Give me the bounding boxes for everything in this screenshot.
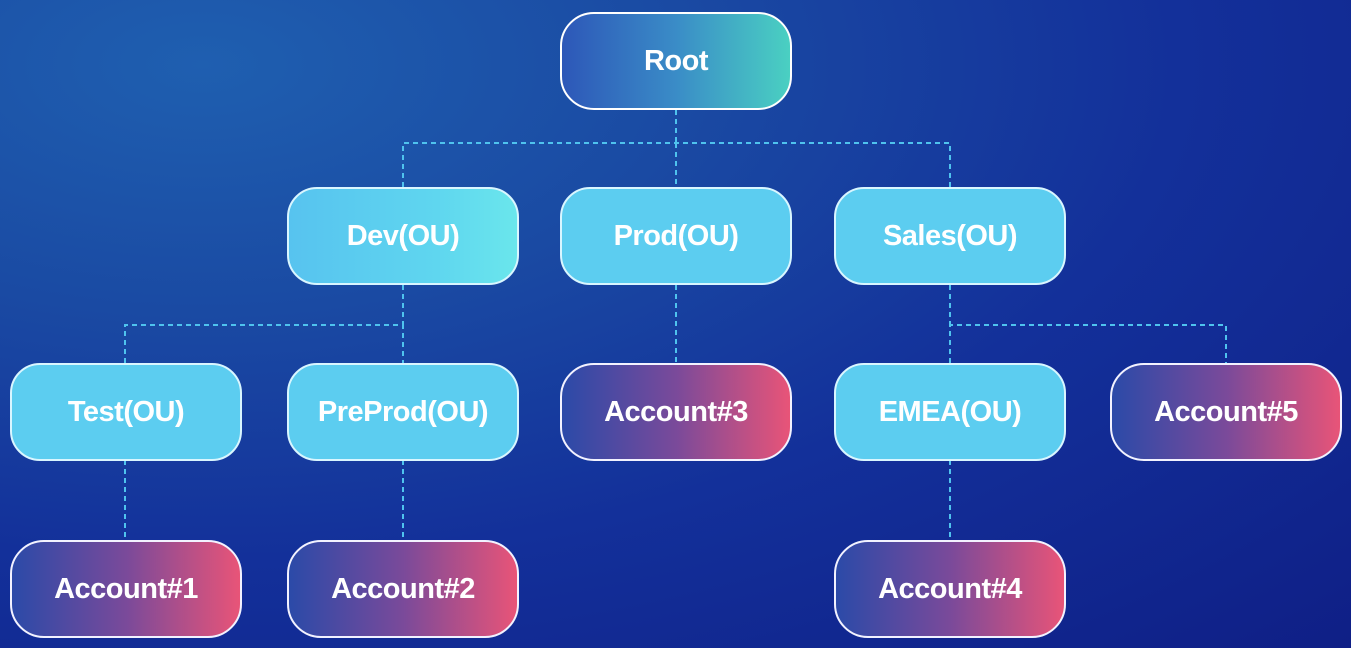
node-account-5-label: Account#5 [1154, 395, 1298, 428]
node-account-2[interactable]: Account#2 [287, 540, 519, 638]
node-account-2-label: Account#2 [331, 572, 475, 605]
node-emea-ou[interactable]: EMEA(OU) [834, 363, 1066, 461]
node-test-ou[interactable]: Test(OU) [10, 363, 242, 461]
node-account-3[interactable]: Account#3 [560, 363, 792, 461]
node-preprod-ou[interactable]: PreProd(OU) [287, 363, 519, 461]
node-root[interactable]: Root [560, 12, 792, 110]
node-account-4-label: Account#4 [878, 572, 1022, 605]
node-dev-ou[interactable]: Dev(OU) [287, 187, 519, 285]
node-account-3-label: Account#3 [604, 395, 748, 428]
node-account-1-label: Account#1 [54, 572, 198, 605]
node-preprod-ou-label: PreProd(OU) [317, 395, 489, 428]
node-dev-ou-label: Dev(OU) [346, 219, 460, 252]
node-account-1[interactable]: Account#1 [10, 540, 242, 638]
node-sales-ou-label: Sales(OU) [882, 219, 1018, 252]
edge-dev-branch [124, 324, 404, 363]
node-emea-ou-label: EMEA(OU) [878, 395, 1022, 428]
node-account-5[interactable]: Account#5 [1110, 363, 1342, 461]
node-test-ou-label: Test(OU) [67, 395, 185, 428]
node-root-label: Root [643, 44, 709, 77]
node-account-4[interactable]: Account#4 [834, 540, 1066, 638]
node-prod-ou-label: Prod(OU) [613, 219, 739, 252]
node-prod-ou[interactable]: Prod(OU) [560, 187, 792, 285]
node-sales-ou[interactable]: Sales(OU) [834, 187, 1066, 285]
edge-sales-branch [949, 324, 1227, 363]
